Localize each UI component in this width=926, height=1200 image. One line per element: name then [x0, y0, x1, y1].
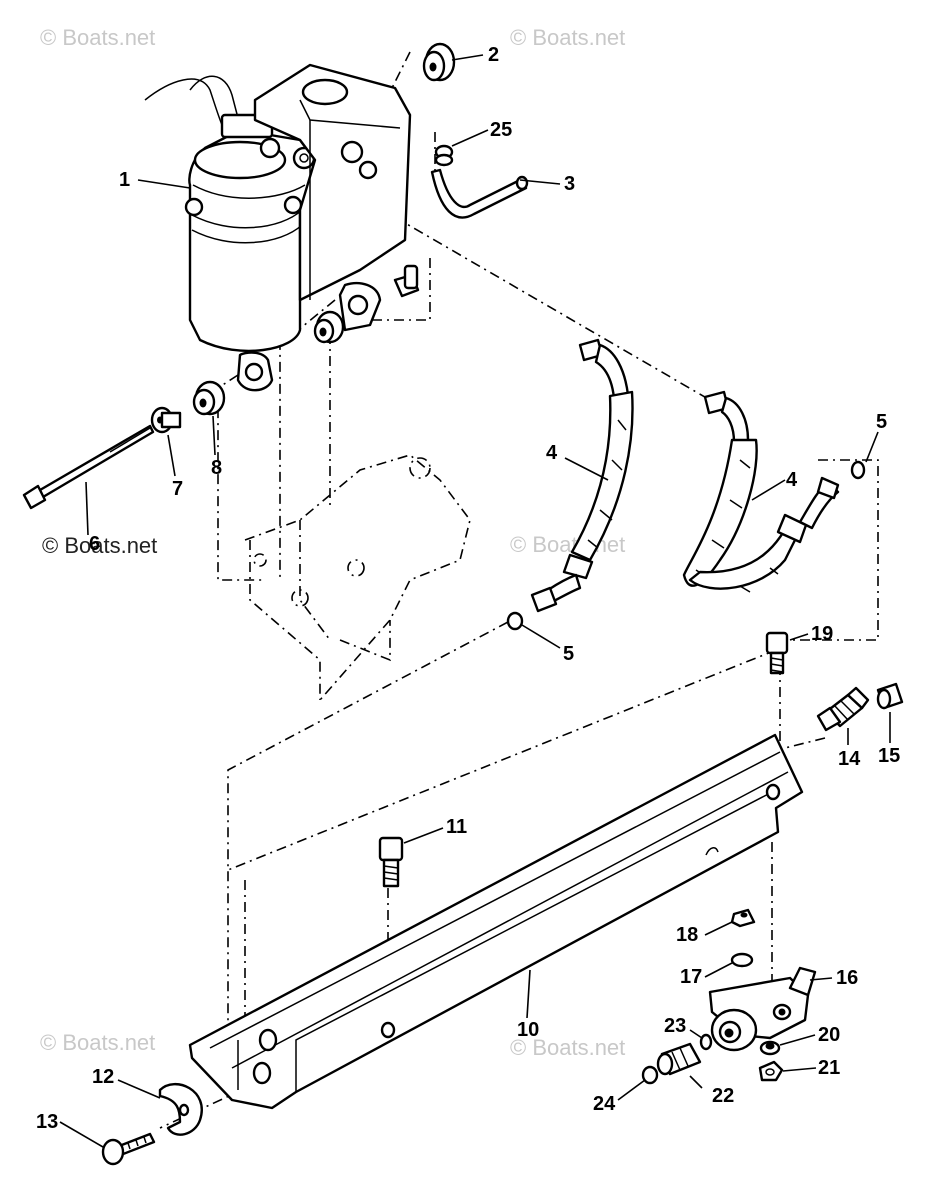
callout-14: 14 [838, 748, 861, 770]
screw-13 [101, 1132, 156, 1166]
callout-10: 10 [517, 1019, 539, 1041]
fuel-line-4-right [682, 390, 840, 593]
callout-15: 15 [878, 745, 900, 767]
watermark: © Boats.net [510, 1035, 625, 1060]
watermark: © Boats.net [510, 25, 625, 50]
vent-hose-3 [430, 168, 529, 219]
callout-7: 7 [172, 478, 183, 500]
watermark: © Boats.net [510, 532, 625, 557]
callout-11: 11 [446, 816, 467, 838]
watermark: © Boats.net [40, 1030, 155, 1055]
fuel-filter-assembly [144, 63, 420, 392]
callout-4: 4 [786, 469, 798, 491]
o-ring-17 [730, 952, 754, 968]
o-ring-24 [641, 1065, 659, 1085]
callout-labels: 1 2 25 3 4 4 5 5 6 7 8 19 14 15 11 10 18… [36, 44, 900, 1133]
callout-8: 8 [211, 457, 222, 479]
pressure-regulator-16 [708, 966, 817, 1052]
callout-17: 17 [680, 966, 702, 988]
fitting-22 [656, 1042, 702, 1076]
fuel-line-4-left [530, 338, 634, 613]
callout-13: 13 [36, 1111, 58, 1133]
engine-mount-bracket [244, 454, 471, 701]
bolt-6 [22, 424, 155, 510]
cap-screw-11 [378, 836, 404, 888]
callout-5: 5 [876, 411, 887, 433]
callout-leaders [59, 54, 891, 1148]
callout-25: 25 [490, 119, 512, 141]
watermark: © Boats.net [42, 533, 157, 558]
watermark: © Boats.net [40, 25, 155, 50]
plug-15 [876, 682, 904, 710]
spacer-7 [150, 406, 182, 434]
callout-6: 6 [89, 533, 100, 555]
cap-screw-19 [765, 631, 789, 675]
callout-22: 22 [712, 1085, 734, 1107]
o-ring-5-left [506, 611, 524, 631]
callout-3: 3 [564, 173, 575, 195]
sensor-14 [816, 686, 870, 732]
nut-21 [758, 1060, 784, 1082]
callout-1: 1 [119, 169, 130, 191]
callout-5: 5 [563, 643, 574, 665]
callout-19: 19 [811, 623, 833, 645]
callout-24: 24 [593, 1093, 616, 1115]
o-ring-23 [699, 1033, 713, 1051]
callout-16: 16 [836, 967, 858, 989]
grommet-2 [422, 42, 456, 82]
callout-21: 21 [818, 1057, 840, 1079]
fuel-rail-10 [188, 733, 804, 1110]
o-ring-5-right [850, 460, 866, 480]
grommet-8 [192, 310, 345, 416]
nut-18 [730, 908, 756, 928]
clip-12 [158, 1082, 203, 1136]
callout-23: 23 [664, 1015, 686, 1037]
callout-4: 4 [546, 442, 558, 464]
callout-20: 20 [818, 1024, 840, 1046]
clamp-25 [434, 144, 454, 167]
callout-2: 2 [488, 44, 499, 66]
callout-12: 12 [92, 1066, 114, 1088]
callout-18: 18 [676, 924, 698, 946]
washer-20 [759, 1040, 781, 1056]
